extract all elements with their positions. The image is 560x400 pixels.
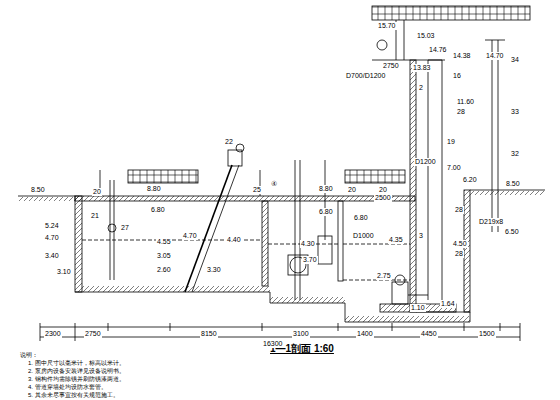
dimension-label: 4450 xyxy=(420,330,438,338)
dimension-label: ④ xyxy=(270,180,278,188)
dimension-label: 3.05 xyxy=(156,252,172,260)
dimension-label: 8.50 xyxy=(30,186,46,194)
dimension-label: 27 xyxy=(120,224,130,232)
dimension-label: 2300 xyxy=(44,330,62,338)
dimension-label: 8.80 xyxy=(146,185,162,193)
note-text: 3. 钢构件均需除锈并刷防锈漆两道。 xyxy=(28,376,125,383)
dimension-label: 14.38 xyxy=(452,52,472,60)
dimension-label: 6.20 xyxy=(462,176,478,184)
dimension-label: 16300 xyxy=(262,340,283,348)
dimension-label: 22 xyxy=(224,138,234,146)
dimension-label: 2.75 xyxy=(376,272,392,280)
note-text: 1. 图中尺寸以毫米计，标高以米计。 xyxy=(28,360,125,367)
dimension-label: 3.10 xyxy=(56,268,72,276)
dimension-label: 20 xyxy=(92,188,102,196)
dimension-label: 4.55 xyxy=(156,238,172,246)
dimension-label: 1400 xyxy=(356,330,374,338)
dimension-label: 21 xyxy=(90,212,100,220)
dimension-label: 28 xyxy=(454,206,464,214)
dimension-label: 1.10 xyxy=(410,304,426,312)
dimension-label: D1000 xyxy=(352,232,375,240)
note-text: 5. 其余未尽事宜按有关规范施工。 xyxy=(28,392,119,399)
dimension-label: 2500 xyxy=(374,194,392,202)
dimension-label: 34 xyxy=(510,56,520,64)
dimension-label: 20 xyxy=(378,186,388,194)
dimension-label: 16 xyxy=(452,72,462,80)
dimension-label: 8150 xyxy=(200,330,218,338)
dimension-label: 25 xyxy=(252,186,262,194)
dimension-label: D700/D1200 xyxy=(345,72,386,80)
dimension-label: 5.24 xyxy=(44,222,60,230)
dimension-label: 2.60 xyxy=(156,266,172,274)
dimension-label: 4.35 xyxy=(388,236,404,244)
dimension-label: 28 xyxy=(454,250,464,258)
dimension-label: 3.30 xyxy=(206,266,222,274)
dimension-label: 4.50 xyxy=(452,240,468,248)
dimension-label: 3 xyxy=(418,232,424,240)
note-text: 2. 泵房内设备安装详见设备说明书。 xyxy=(28,368,125,375)
dimension-label: 28 xyxy=(456,108,466,116)
dimension-label: 3.40 xyxy=(44,252,60,260)
dimension-label: 2750 xyxy=(382,62,400,70)
dimension-label: D219x8 xyxy=(478,218,504,226)
dimension-label: 20 xyxy=(347,186,357,194)
dimension-label: 4.70 xyxy=(44,234,60,242)
note-text: 4. 管道穿墙处均设防水套管。 xyxy=(28,384,107,391)
dimension-label: 2750 xyxy=(84,330,102,338)
dimension-label: 11.60 xyxy=(456,98,475,106)
dimension-label: 4.40 xyxy=(226,236,242,244)
dimension-label: 19 xyxy=(446,138,456,146)
dimension-label: 6.80 xyxy=(318,208,334,216)
dimension-label: 7.00 xyxy=(446,164,462,172)
dimension-label: 15.70 xyxy=(377,22,397,30)
dimension-label: 3.70 xyxy=(302,256,318,264)
dimension-label: 2 xyxy=(418,84,424,92)
dimension-label: 33 xyxy=(510,108,520,116)
dimension-label: 6.80 xyxy=(150,206,166,214)
dimension-label: D1200 xyxy=(414,158,437,166)
dimension-label: 32 xyxy=(510,150,520,158)
dimension-label: 14.76 xyxy=(428,46,448,54)
dimension-label: 6.50 xyxy=(504,228,520,236)
dimension-label: 4.70 xyxy=(182,232,198,240)
dimension-label: 15.03 xyxy=(416,32,436,40)
dimension-label: 8.50 xyxy=(505,180,521,188)
dimension-label: 6.80 xyxy=(353,214,369,222)
dimension-label: 3100 xyxy=(292,330,310,338)
dimension-label: 8.80 xyxy=(318,185,334,193)
dimension-label: 1500 xyxy=(478,330,496,338)
note-text: 说明： xyxy=(20,352,38,359)
dimension-label: 4.30 xyxy=(300,240,316,248)
dimension-label: 13.83 xyxy=(412,64,432,72)
dimension-label: 14.70 xyxy=(485,52,505,60)
dimension-label: 1.64 xyxy=(440,300,456,308)
